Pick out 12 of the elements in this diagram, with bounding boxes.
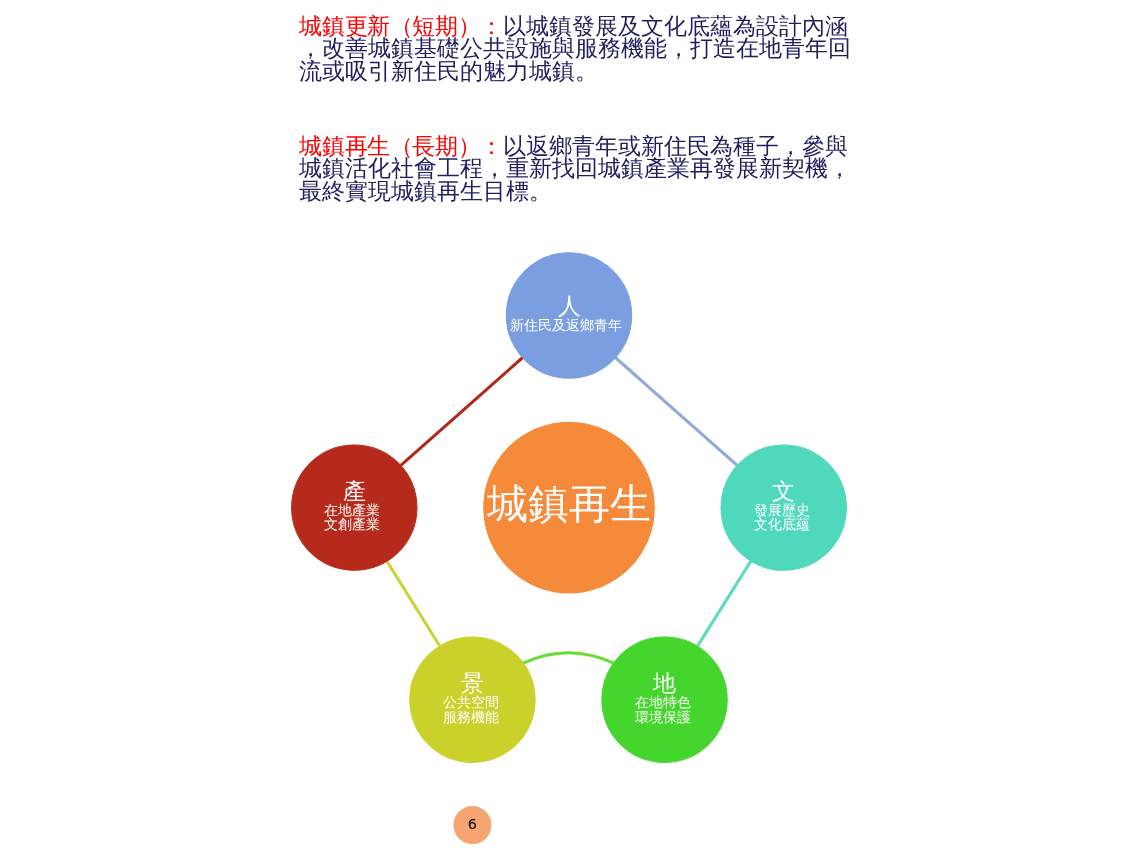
label: 6 xyxy=(467,815,477,832)
node-circle: 城鎮再生 xyxy=(482,421,655,594)
connector xyxy=(695,560,752,647)
node-circle: 景 公共空間 服務機能 xyxy=(408,636,536,763)
node-circle: 人 新住民及返鄉青年 xyxy=(505,252,632,379)
node-circle: 地 在地特色 環境保護 xyxy=(600,636,728,763)
connector xyxy=(522,651,614,665)
connector xyxy=(399,356,523,467)
connector xyxy=(614,356,738,467)
connector xyxy=(385,560,441,647)
node-circle: 文 發展歷史 文化底蘊 xyxy=(720,444,847,571)
node-circle: 產 在地產業 文創產業 xyxy=(290,444,417,571)
